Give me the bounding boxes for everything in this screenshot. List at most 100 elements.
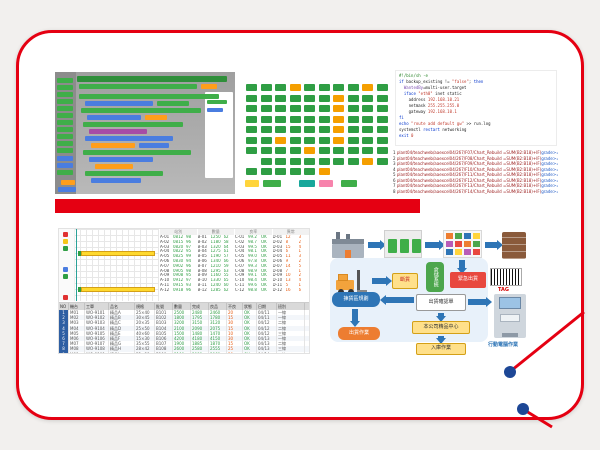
status-light xyxy=(63,246,68,251)
table-cell: M08 xyxy=(69,346,85,352)
code-block xyxy=(89,157,153,162)
table-header-cell: 品名 xyxy=(109,303,135,310)
log-line: 8 plant04/teachweb/aaexcel04/267/F14/Cha… xyxy=(393,188,558,194)
kiosk-icon xyxy=(494,294,526,338)
gantt-area xyxy=(75,229,159,301)
table-cell: 一線 xyxy=(277,351,305,353)
flow-arrow-head xyxy=(386,276,392,286)
grid-cell xyxy=(333,136,344,144)
code-line: netmask 255.255.255.0 xyxy=(399,103,460,108)
flow-label: TAG xyxy=(498,287,509,293)
table-cell: 二線 xyxy=(277,325,305,331)
table-cell: 2075 xyxy=(209,325,227,331)
table-cell: 8 xyxy=(59,346,69,352)
table-cell: OK xyxy=(243,335,257,342)
table-header-cell: 完成 xyxy=(191,303,209,310)
flow-arrow xyxy=(386,297,414,303)
grid-cell xyxy=(376,84,388,91)
palette-block xyxy=(57,120,73,125)
table-cell: 二線 xyxy=(277,320,305,326)
grid-cell xyxy=(246,84,257,91)
grid-cell xyxy=(304,84,315,91)
table-cell: 3150 xyxy=(191,320,209,326)
table-cell: M01 xyxy=(69,310,85,316)
code-block xyxy=(79,94,219,99)
cabinet-icon xyxy=(502,232,526,259)
grid-cell xyxy=(260,115,272,123)
table-cell: 精品A xyxy=(109,310,135,316)
status-grid-screenshot xyxy=(243,82,391,190)
palette-block xyxy=(57,127,73,132)
grid-cell xyxy=(275,168,286,175)
code-block xyxy=(89,129,147,134)
log-output-screenshot: 1 plant04/teachweb/aaexcel04/267/F07/Cha… xyxy=(393,150,558,195)
table-cell: 精品G xyxy=(109,341,135,347)
table-cell: 04/11 xyxy=(257,315,277,321)
table-cell: 精品D xyxy=(109,325,135,331)
flow-box: 出貨確認單 xyxy=(416,294,466,311)
flow-arrow xyxy=(459,260,465,268)
grid-cell xyxy=(275,94,286,102)
table-cell: OK xyxy=(243,351,257,353)
table-cell: 4 xyxy=(59,325,69,331)
code-block xyxy=(85,171,163,176)
grid-cell xyxy=(289,157,301,165)
table-cell: B108 xyxy=(155,346,173,352)
palette-block xyxy=(57,170,73,175)
grid-cell xyxy=(275,147,286,154)
table-cell: 1 xyxy=(59,310,69,316)
grid-cell xyxy=(246,94,257,102)
table-cell: 3080 xyxy=(191,351,209,353)
flow-arrow xyxy=(438,336,444,338)
flow-arrow-head xyxy=(380,240,386,250)
grid-cell xyxy=(275,105,286,112)
grid-cell xyxy=(289,115,301,123)
table-cell: 15 xyxy=(227,315,243,321)
table-cell: 3 xyxy=(59,320,69,326)
grid-cell xyxy=(260,147,272,154)
palette-block xyxy=(57,134,73,139)
grid-cell xyxy=(362,105,373,112)
code-block xyxy=(81,108,201,113)
table-cell: OK xyxy=(243,330,257,336)
table-cell: 3100 xyxy=(173,351,191,353)
grid-cell xyxy=(376,94,388,102)
table-cell: M02 xyxy=(69,315,85,321)
table-cell: 2500 xyxy=(173,310,191,316)
table-cell: 三線 xyxy=(277,330,305,336)
status-light xyxy=(63,267,68,272)
table-cell: WO-9105 xyxy=(85,330,109,336)
code-block xyxy=(207,100,227,104)
code-block xyxy=(85,136,173,141)
status-light xyxy=(63,295,68,300)
table-cell: M09 xyxy=(69,351,85,353)
table-cell: 35×55 xyxy=(135,341,155,347)
grid-cell xyxy=(347,94,359,102)
code-line: WantedBy=multi-user.target xyxy=(399,85,467,90)
table-cell: M03 xyxy=(69,320,85,326)
grid-cell xyxy=(275,157,286,165)
grid-cell xyxy=(376,126,388,133)
grid-cell xyxy=(260,94,272,102)
table-cell: 2555 xyxy=(209,346,227,352)
table-cell: OK xyxy=(243,346,257,352)
